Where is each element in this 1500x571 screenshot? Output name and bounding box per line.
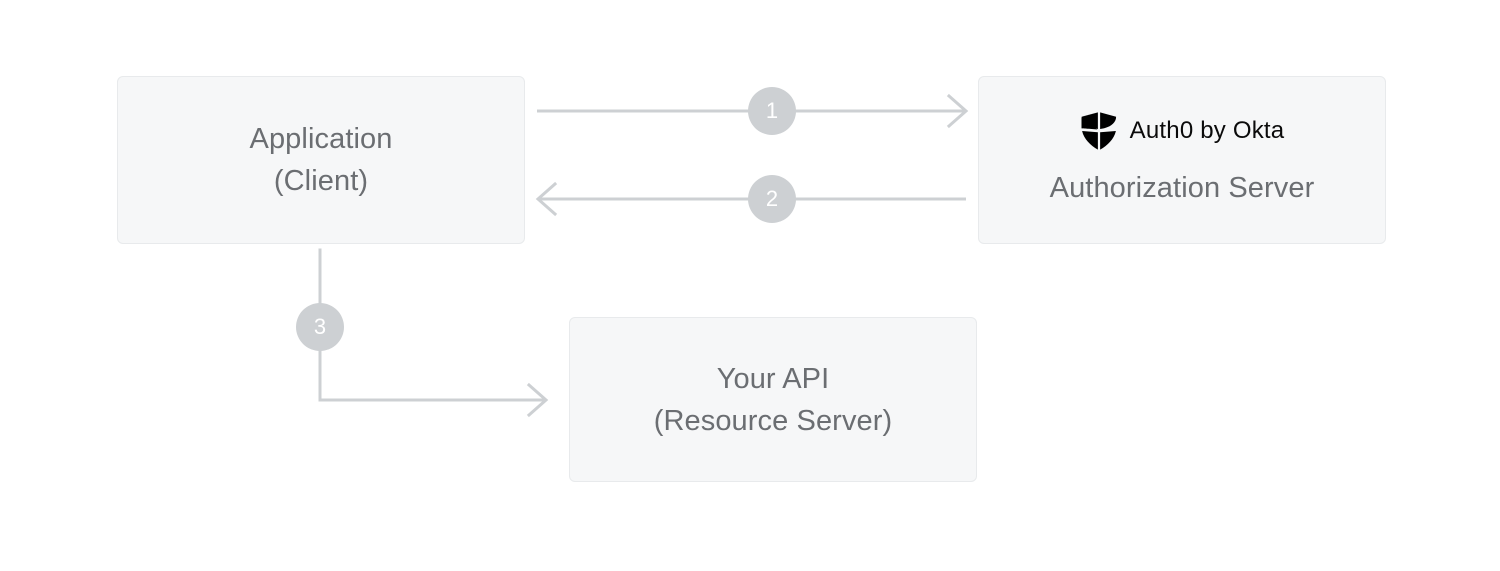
node-application-line-2: (Client) [273,165,369,197]
step-badge-1[interactable]: 1 [748,87,796,135]
node-your-api-line-1: Your API [716,362,830,395]
arrow-step-3-head [526,382,549,418]
arrow-step-2-head [535,181,558,217]
auth0-brand-label: Auth0 by Okta [1129,117,1285,144]
node-authorization-server[interactable]: Auth0 by Okta Authorization Server [978,76,1386,244]
auth0-shield-icon [1080,111,1118,151]
step-badge-2[interactable]: 2 [748,175,796,223]
arrow-step-3-line [318,248,546,402]
arrow-step-1-head [946,93,969,129]
node-authorization-server-label: Authorization Server [1049,172,1315,204]
arrow-step-3 [318,248,549,418]
node-application[interactable]: Application (Client) [117,76,525,244]
auth0-brand-row: Auth0 by Okta [1080,111,1285,151]
node-your-api[interactable]: Your API (Resource Server) [569,317,977,482]
node-your-api-line-2: (Resource Server) [653,404,893,437]
step-badge-3[interactable]: 3 [296,303,344,351]
node-application-line-1: Application [249,123,393,155]
